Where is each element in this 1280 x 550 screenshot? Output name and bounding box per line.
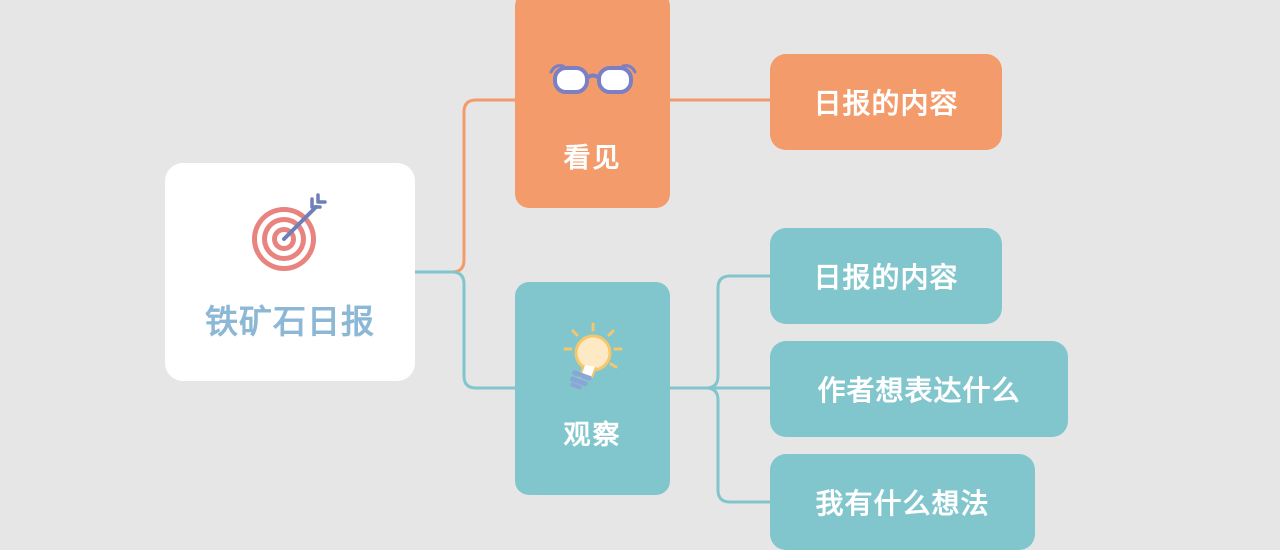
leaf-observe-my-thoughts: 我有什么想法: [770, 454, 1035, 550]
leaf-observe-author-intent: 作者想表达什么: [770, 341, 1068, 437]
branch-see: 看见: [515, 0, 670, 208]
glasses-icon: [549, 63, 636, 94]
target-arrow-icon: [252, 193, 327, 271]
leaf-label: 日报的内容: [813, 87, 959, 120]
branch-observe: 观察: [515, 282, 670, 495]
lightbulb-icon: [563, 322, 622, 390]
root-title: 铁矿石日报: [205, 302, 375, 341]
leaf-observe-content: 日报的内容: [770, 228, 1002, 324]
root-node: 铁矿石日报: [165, 163, 415, 381]
connector-root-observe: [415, 270, 515, 390]
leaf-label: 作者想表达什么: [817, 374, 1021, 407]
leaf-see-content: 日报的内容: [770, 54, 1002, 150]
connector-root-see: [415, 98, 515, 274]
connector-observe-leaf1: [670, 274, 770, 390]
leaf-label: 我有什么想法: [815, 487, 990, 520]
branch-observe-label: 观察: [563, 420, 622, 451]
leaf-label: 日报的内容: [813, 261, 959, 294]
connector-observe-leaf3: [705, 386, 770, 504]
branch-see-label: 看见: [563, 142, 622, 174]
